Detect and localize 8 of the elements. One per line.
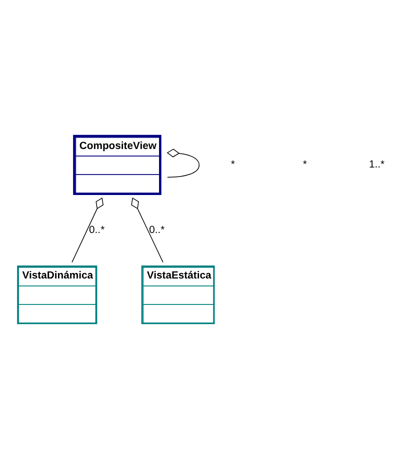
connector xyxy=(72,198,104,263)
edge-label: 0..* xyxy=(89,224,105,236)
label: 1..* xyxy=(369,160,385,171)
connector xyxy=(131,198,164,263)
connector xyxy=(166,148,200,178)
edge-label: 0..* xyxy=(149,224,165,236)
label: * xyxy=(302,160,307,171)
label: * xyxy=(230,160,235,171)
